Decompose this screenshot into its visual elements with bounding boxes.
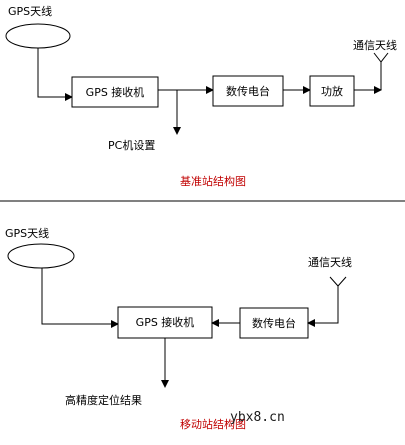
rover-digital-radio-label: 数传电台 [252, 316, 296, 330]
base-station-caption: 基准站结构图 [180, 174, 246, 188]
rover-output-label: 高精度定位结果 [65, 393, 142, 407]
rover-gps-receiver-box [117, 306, 213, 339]
base-station-diagram: GPS天线 GPS 接收机 PC机设置 数传电台 功放 通信天线 基准站结构图 [5, 4, 397, 188]
watermark-text: ybx8.cn [230, 410, 285, 425]
rover-antenna-to-receiver-arrow [41, 268, 119, 328]
rover-digital-radio-box [239, 307, 309, 339]
rover-comm-antenna-icon [329, 276, 347, 287]
base-comm-antenna-label: 通信天线 [353, 38, 397, 52]
base-pc-setup-label: PC机设置 [108, 138, 155, 152]
rover-gps-antenna-icon [7, 243, 75, 269]
base-gps-receiver-box [71, 76, 159, 108]
base-gps-antenna-icon [5, 23, 71, 49]
base-digital-radio-box [212, 75, 284, 107]
rover-gps-antenna-label: GPS天线 [5, 226, 49, 240]
base-gps-receiver-label: GPS 接收机 [86, 85, 145, 99]
rover-comm-antenna-label: 通信天线 [308, 255, 352, 269]
base-digital-radio-label: 数传电台 [226, 84, 270, 98]
base-comm-antenna-icon [373, 52, 389, 90]
rover-station-caption: 移动站结构图 [180, 417, 246, 431]
base-antenna-to-receiver-arrow [37, 48, 73, 101]
rover-gps-receiver-label: GPS 接收机 [136, 315, 195, 329]
base-gps-antenna-label: GPS天线 [8, 4, 52, 18]
base-amplifier-box [309, 75, 355, 107]
base-amplifier-label: 功放 [321, 84, 343, 98]
rover-antenna-to-radio-arrow [307, 286, 339, 327]
rover-station-diagram: GPS天线 GPS 接收机 数传电台 通信天线 高精度定位结果 移动站结构图 [5, 226, 352, 431]
